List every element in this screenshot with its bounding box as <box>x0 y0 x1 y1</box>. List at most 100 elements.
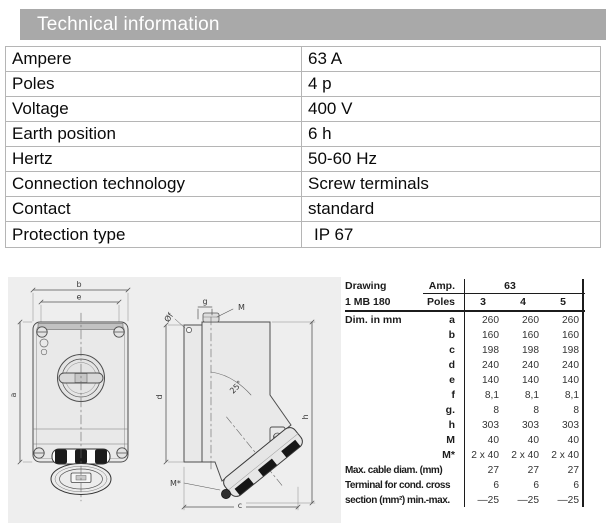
dim-value: 6 <box>533 479 539 491</box>
dim-value: 8,1 <box>524 389 539 401</box>
dim-row: section (mm²) min.-max.—25—25—25 <box>345 493 585 508</box>
spec-label: Contact <box>12 199 71 218</box>
dim-row: g. 8 8 8 <box>345 403 585 418</box>
dim-label-h: h <box>301 414 310 419</box>
technical-drawing: b e a d h c g M M* Øf 25° <box>8 277 341 523</box>
dim-value: 40 <box>567 434 579 446</box>
dim-label-b: b <box>76 280 81 289</box>
spec-label: Ampere <box>12 49 72 68</box>
poles-value-4: 4 <box>520 296 526 308</box>
dim-letter: d <box>448 359 455 371</box>
spec-value: Screw terminals <box>301 172 600 196</box>
dim-value: 8,1 <box>564 389 579 401</box>
dim-value: —25 <box>557 494 579 506</box>
spec-value: 63 A <box>301 47 600 71</box>
dim-label-m-star: M* <box>170 479 181 488</box>
spec-row: Protection type IP 67 <box>6 222 600 247</box>
dim-value: 140 <box>522 374 539 386</box>
dim-value: 2 x 40 <box>551 449 579 461</box>
spec-value: 400 V <box>301 97 600 121</box>
dim-value: 198 <box>522 344 539 356</box>
spec-value: IP 67 <box>301 222 600 247</box>
spec-label: Poles <box>12 74 55 93</box>
amp-label: Amp. <box>428 280 455 292</box>
dim-long-label: Max. cable diam. (mm) <box>345 464 443 476</box>
dim-label-m: M <box>238 303 245 312</box>
spec-row: Contact standard <box>6 197 600 222</box>
dim-letter: M* <box>442 449 455 461</box>
dim-value: 240 <box>562 359 579 371</box>
socket-side-icon <box>223 416 303 497</box>
spec-value: 6 h <box>301 122 600 146</box>
dim-value: 27 <box>527 464 539 476</box>
dim-value: 240 <box>482 359 499 371</box>
dim-value: 40 <box>487 434 499 446</box>
dim-value: 8,1 <box>484 389 499 401</box>
spec-row: Ampere 63 A <box>6 47 600 72</box>
dim-row: Max. cable diam. (mm) 27 27 27 <box>345 463 585 478</box>
dim-letter: f <box>451 389 456 401</box>
section-header: Technical information <box>20 9 606 40</box>
spec-value: standard <box>301 197 600 221</box>
dim-letter: g. <box>445 404 455 416</box>
spec-value: 4 p <box>301 72 600 96</box>
dim-row: Terminal for cond. cross 6 6 6 <box>345 478 585 493</box>
dim-row: e 140 140 140 <box>345 373 585 388</box>
dim-value: 240 <box>522 359 539 371</box>
dim-row: d 240 240 240 <box>345 358 585 373</box>
poles-value-5: 5 <box>560 296 566 308</box>
dim-value: 8 <box>493 404 499 416</box>
table-vertical-rule-right <box>581 279 585 507</box>
side-view <box>163 306 316 511</box>
dim-label-c: c <box>238 501 242 510</box>
dimensions-table-header: Drawing Amp. 63 1 MB 180 Poles 3 4 5 <box>345 278 585 310</box>
dim-value: 198 <box>482 344 499 356</box>
amp-divider-line <box>423 293 585 295</box>
amp-value: 63 <box>504 280 516 292</box>
dim-label-e: e <box>77 293 82 302</box>
dim-row: M* 2 x 40 2 x 40 2 x 40 <box>345 448 585 463</box>
dim-value: 260 <box>522 314 539 326</box>
dim-row: c 198 198 198 <box>345 343 585 358</box>
dim-long-label: section (mm²) min.-max. <box>345 494 450 506</box>
drawing-number: 1 MB 180 <box>345 296 391 308</box>
dim-value: 303 <box>482 419 499 431</box>
dim-label-g: g <box>202 297 207 306</box>
page-title: Technical information <box>37 13 220 35</box>
spec-label: Hertz <box>12 149 53 168</box>
dim-value: 8 <box>533 404 539 416</box>
spec-label: Protection type <box>12 224 126 244</box>
dim-label-d: d <box>155 394 164 399</box>
dim-left-label: Dim. in mm <box>345 314 402 326</box>
dim-long-label: Terminal for cond. cross <box>345 479 451 491</box>
spec-row: Voltage 400 V <box>6 97 600 122</box>
dim-value: 260 <box>482 314 499 326</box>
dim-value: 27 <box>487 464 499 476</box>
dim-value: 27 <box>567 464 579 476</box>
dim-value: 140 <box>482 374 499 386</box>
dim-value: 6 <box>493 479 499 491</box>
poles-value-3: 3 <box>480 296 486 308</box>
dim-letter: h <box>448 419 455 431</box>
dim-value: 8 <box>573 404 579 416</box>
dim-value: 6 <box>573 479 579 491</box>
dim-letter: c <box>449 344 455 356</box>
dim-value: 2 x 40 <box>471 449 499 461</box>
spec-label: Earth position <box>12 124 116 143</box>
spec-value: 50-60 Hz <box>301 147 600 171</box>
dim-value: 198 <box>562 344 579 356</box>
dim-letter: e <box>449 374 455 386</box>
dim-value: 140 <box>562 374 579 386</box>
spec-table: Ampere 63 A Poles 4 p Voltage 400 V Earth posi… <box>5 46 601 248</box>
dim-letter: M <box>446 434 455 446</box>
dim-value: 303 <box>522 419 539 431</box>
dim-value: 160 <box>522 329 539 341</box>
dim-value: 2 x 40 <box>511 449 539 461</box>
poles-label: Poles <box>426 296 455 308</box>
spec-label: Voltage <box>12 99 69 118</box>
dim-value: —25 <box>477 494 499 506</box>
